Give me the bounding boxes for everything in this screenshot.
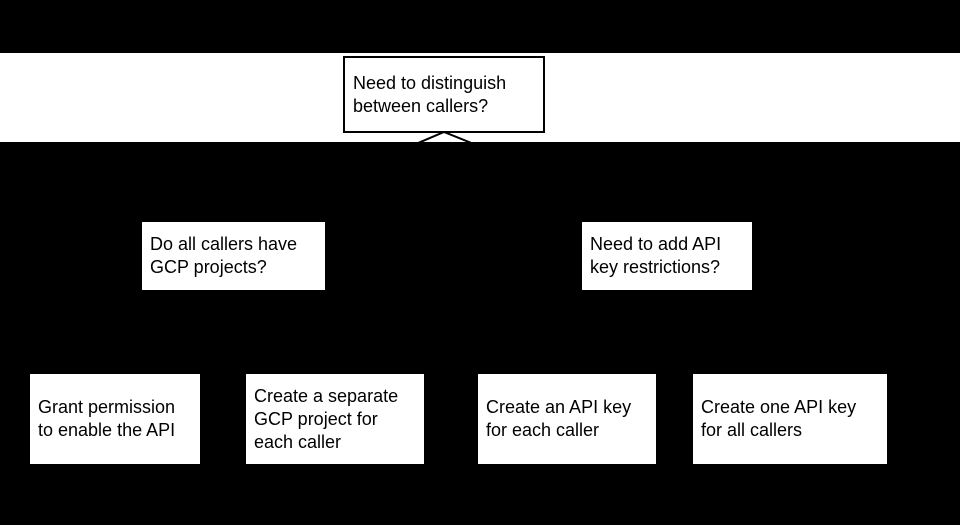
- left-branch-connector: [114, 288, 336, 375]
- outcome-box-one-api-key-label: Create one API key for all callers: [701, 397, 857, 440]
- decision-box-api-key-restrictions: Need to add API key restrictions?: [582, 222, 752, 290]
- outcome-box-one-api-key: Create one API key for all callers: [693, 374, 887, 464]
- outcome-box-separate-gcp-project: Create a separate GCP project for each c…: [246, 374, 424, 464]
- decision-box-distinguish-callers-label: Need to distinguish between callers?: [353, 72, 507, 116]
- outcome-box-grant-permission: Grant permission to enable the API: [30, 374, 200, 464]
- outcome-box-separate-gcp-project-label: Create a separate GCP project for each c…: [254, 385, 399, 452]
- decision-box-distinguish-callers: Need to distinguish between callers?: [343, 56, 545, 133]
- decision-box-gcp-projects-label: Do all callers have GCP projects?: [150, 234, 298, 277]
- outcome-box-api-key-each-caller-label: Create an API key for each caller: [486, 397, 632, 440]
- right-branch-connector: [566, 288, 791, 375]
- root-branch-connector: [232, 130, 668, 223]
- decision-box-gcp-projects: Do all callers have GCP projects?: [142, 222, 325, 290]
- outcome-box-api-key-each-caller: Create an API key for each caller: [478, 374, 656, 464]
- decision-box-api-key-restrictions-label: Need to add API key restrictions?: [590, 234, 722, 277]
- outcome-box-grant-permission-label: Grant permission to enable the API: [38, 397, 176, 440]
